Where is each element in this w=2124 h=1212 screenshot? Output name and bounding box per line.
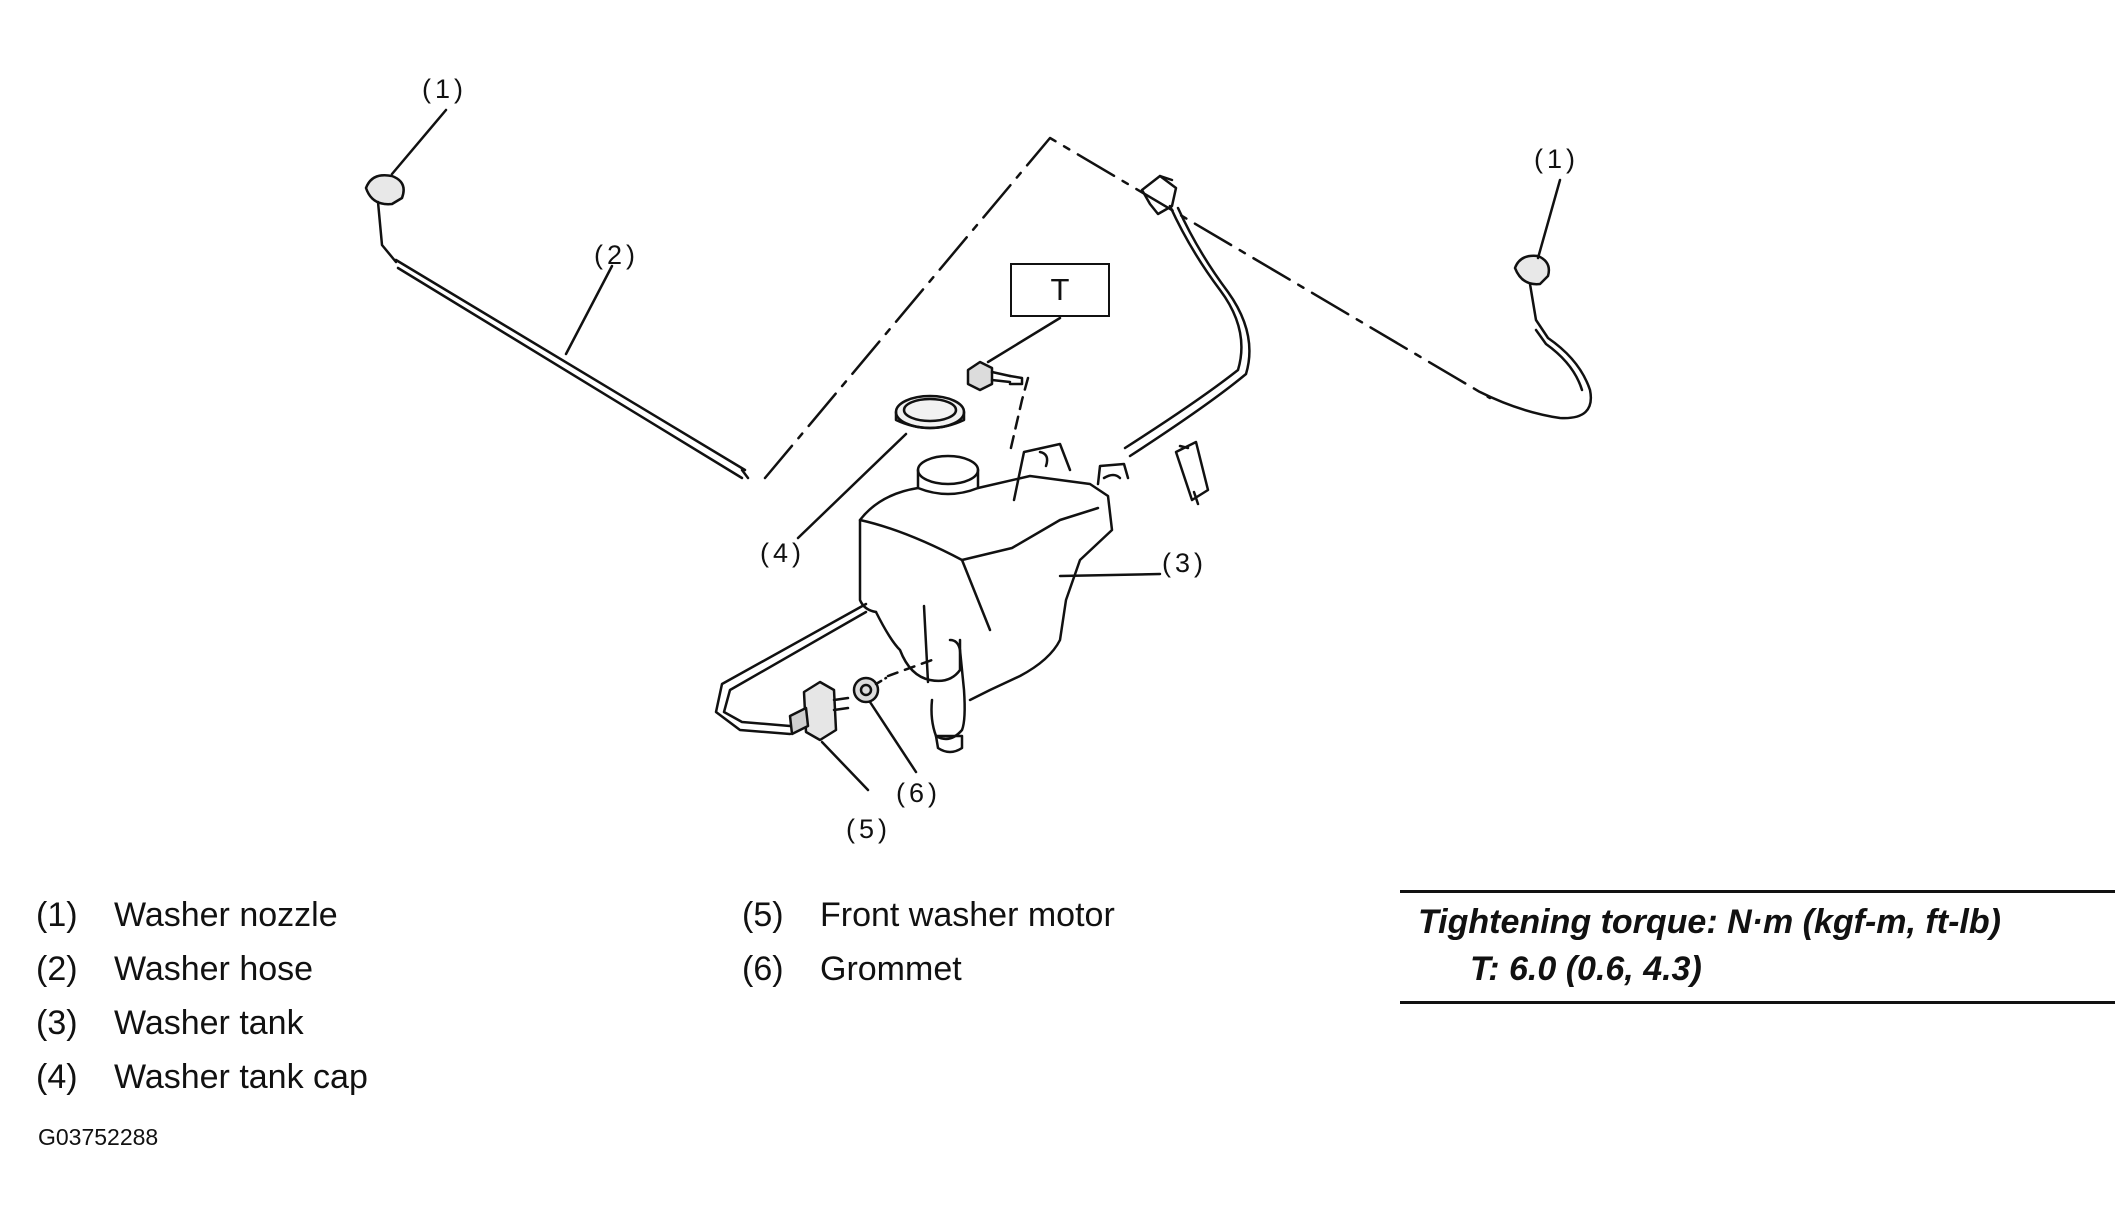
right-washer-hose	[1123, 204, 1251, 458]
legend-left: (1) Washer nozzle (2) Washer hose (3) Washe…	[36, 888, 368, 1104]
legend-name: Grommet	[820, 950, 962, 988]
torque-bottom-rule	[1400, 1001, 2115, 1004]
legend-name: Washer hose	[114, 950, 314, 988]
callout-2: (2)	[594, 240, 639, 270]
legend-number: (4)	[36, 1058, 78, 1096]
right-washer-nozzle	[1478, 254, 1593, 420]
motor-hose	[714, 602, 868, 736]
legend-item: (6) Grommet	[742, 942, 1115, 996]
washer-system-diagram	[364, 108, 1593, 792]
torque-t-box: T	[1010, 263, 1110, 317]
grommet	[852, 658, 934, 704]
torque-heading: Tightening torque: N·m (kgf-m, ft-lb)	[1418, 903, 2001, 941]
legend-item: (3) Washer tank	[36, 996, 368, 1050]
legend-number: (3)	[36, 1004, 78, 1042]
figure-code: G03752288	[38, 1124, 159, 1150]
left-washer-nozzle	[364, 174, 405, 264]
callout-5: (5)	[846, 814, 891, 844]
callout-3: (3)	[1162, 548, 1207, 578]
callout-1-left: (1)	[422, 74, 467, 104]
legend-name: Front washer motor	[820, 896, 1115, 934]
legend-number: (2)	[36, 950, 78, 988]
legend-item: (1) Washer nozzle	[36, 888, 368, 942]
tank-bolt	[966, 360, 1024, 392]
left-washer-hose	[394, 258, 750, 480]
legend-right: (5) Front washer motor (6) Grommet	[742, 888, 1115, 996]
torque-value: T: 6.0 (0.6, 4.3)	[1470, 950, 1702, 988]
legend-number: (1)	[36, 896, 78, 934]
legend-item: (2) Washer hose	[36, 942, 368, 996]
hose-clip	[1140, 174, 1178, 216]
legend-name: Washer tank	[114, 1004, 304, 1042]
torque-top-rule	[1400, 890, 2115, 893]
legend-number: (5)	[742, 896, 784, 934]
hose-bracket	[1174, 440, 1210, 506]
washer-tank	[858, 442, 1130, 754]
legend-item: (5) Front washer motor	[742, 888, 1115, 942]
callout-6: (6)	[896, 778, 941, 808]
callout-4: (4)	[760, 538, 805, 568]
legend-number: (6)	[742, 950, 784, 988]
front-washer-motor	[788, 680, 850, 742]
callout-1-right: (1)	[1534, 144, 1579, 174]
legend-item: (4) Washer tank cap	[36, 1050, 368, 1104]
torque-spec: Tightening torque: N·m (kgf-m, ft-lb) T:…	[1400, 890, 2115, 1004]
legend-name: Washer nozzle	[114, 896, 338, 934]
legend-name: Washer tank cap	[114, 1058, 368, 1096]
hose-routing-line	[763, 136, 1492, 480]
washer-tank-cap	[894, 394, 966, 430]
